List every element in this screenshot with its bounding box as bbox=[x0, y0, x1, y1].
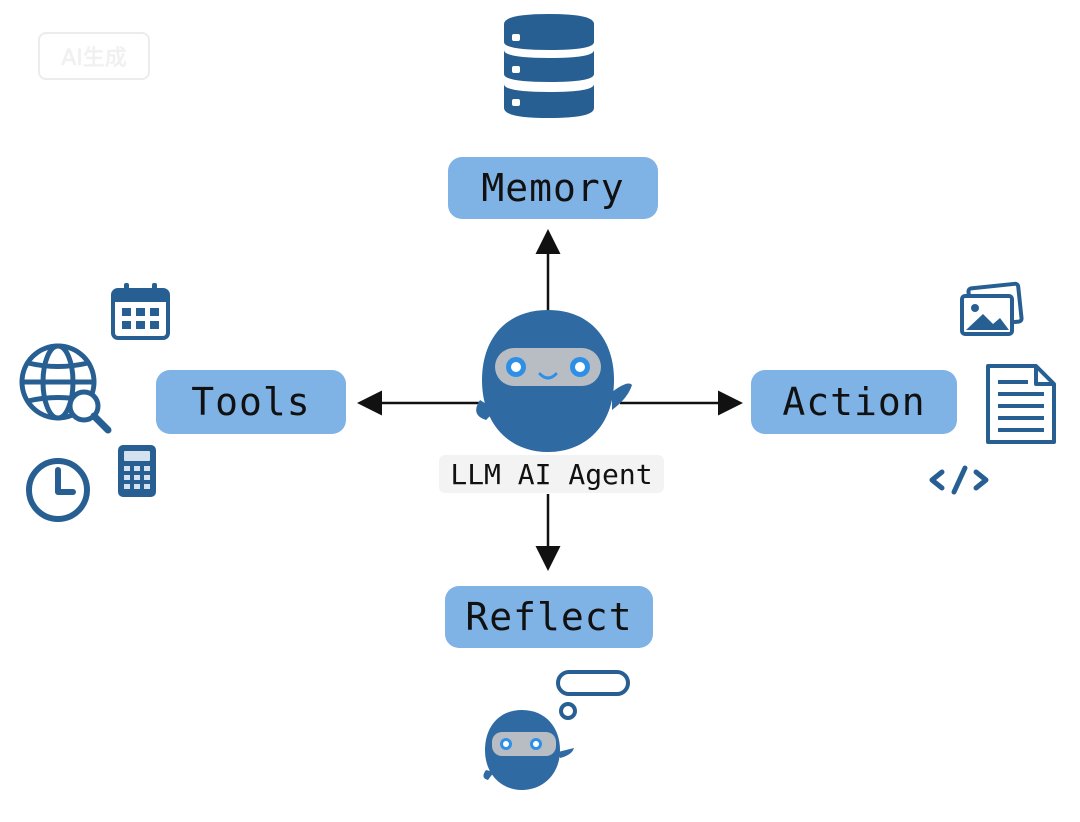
code-icon bbox=[929, 465, 989, 495]
thought-bubble-icon bbox=[556, 670, 630, 720]
agent-label: LLM AI Agent bbox=[439, 455, 664, 493]
clock-icon bbox=[26, 458, 90, 522]
reflect-node: Reflect bbox=[445, 586, 653, 648]
globe-search-icon bbox=[19, 343, 112, 434]
action-node: Action bbox=[751, 370, 957, 434]
memory-node: Memory bbox=[448, 157, 658, 219]
image-icon bbox=[960, 281, 1024, 336]
robot-agent-icon bbox=[476, 310, 632, 452]
robot-thinking-icon bbox=[483, 710, 574, 790]
tools-node: Tools bbox=[156, 370, 346, 434]
database-icon bbox=[504, 14, 594, 118]
document-icon bbox=[986, 364, 1056, 444]
calculator-icon bbox=[118, 445, 156, 497]
ai-generated-watermark: AI生成 bbox=[38, 32, 150, 80]
calendar-icon bbox=[111, 283, 170, 340]
